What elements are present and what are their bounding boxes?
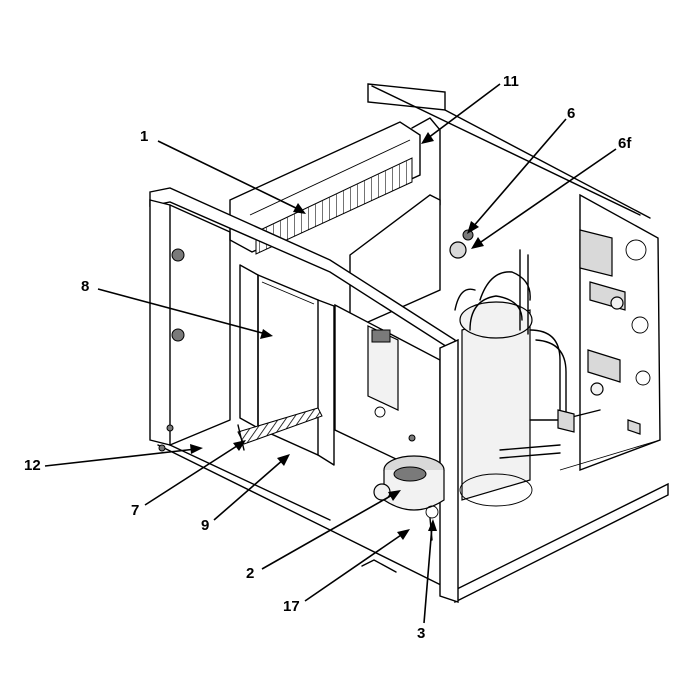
callout-label: 8 xyxy=(81,278,89,295)
callout-6f: 6f xyxy=(471,135,632,249)
control-panel xyxy=(334,303,441,482)
evaporator-panel xyxy=(239,264,335,466)
callout-7: 7 xyxy=(131,440,246,519)
callout-label: 3 xyxy=(417,625,425,642)
callout-label: 6f xyxy=(618,135,632,152)
callout-label: 9 xyxy=(201,517,209,534)
callout-2: 2 xyxy=(246,490,401,582)
solenoid-valve xyxy=(579,229,626,311)
callout-label: 12 xyxy=(24,457,41,474)
arrowhead-icon xyxy=(190,444,203,454)
arrowhead-icon xyxy=(233,440,246,451)
float-valve xyxy=(449,241,467,259)
refrigerant-tubing xyxy=(499,249,601,459)
callout-17: 17 xyxy=(283,529,410,615)
arrowhead-icon xyxy=(428,519,437,531)
callout-3: 3 xyxy=(417,519,437,642)
callout-label: 11 xyxy=(503,73,519,90)
arrowhead-icon xyxy=(471,237,484,249)
callout-1: 1 xyxy=(140,128,306,214)
callout-label: 6 xyxy=(567,105,575,122)
callout-label: 7 xyxy=(131,502,139,519)
callout-label: 1 xyxy=(140,128,148,145)
service-valve xyxy=(557,409,575,433)
float-fitting xyxy=(462,229,474,241)
callout-8: 8 xyxy=(81,278,273,339)
water-pump xyxy=(373,455,445,541)
arrowhead-icon xyxy=(260,329,273,339)
receiver-tank xyxy=(454,271,533,507)
arrowhead-icon xyxy=(397,529,410,540)
front-corner-post xyxy=(439,338,459,603)
arrowhead-icon xyxy=(388,490,401,501)
arrowhead-icon xyxy=(421,132,434,144)
arrowhead-icon xyxy=(467,221,479,234)
callout-11: 11 xyxy=(421,73,519,144)
callout-9: 9 xyxy=(201,454,290,534)
base-pan xyxy=(454,482,669,604)
callout-6: 6 xyxy=(467,105,575,234)
callout-12: 12 xyxy=(24,444,203,474)
left-side-panel xyxy=(149,199,171,446)
top-rear-rail xyxy=(367,83,446,111)
callout-label: 2 xyxy=(246,565,254,582)
callout-label: 17 xyxy=(283,598,300,615)
expansion-valve xyxy=(587,349,621,396)
filter-drier xyxy=(627,419,641,435)
arrowhead-icon xyxy=(277,454,290,466)
unit-drawing xyxy=(149,83,669,604)
arrowhead-icon xyxy=(293,203,306,214)
